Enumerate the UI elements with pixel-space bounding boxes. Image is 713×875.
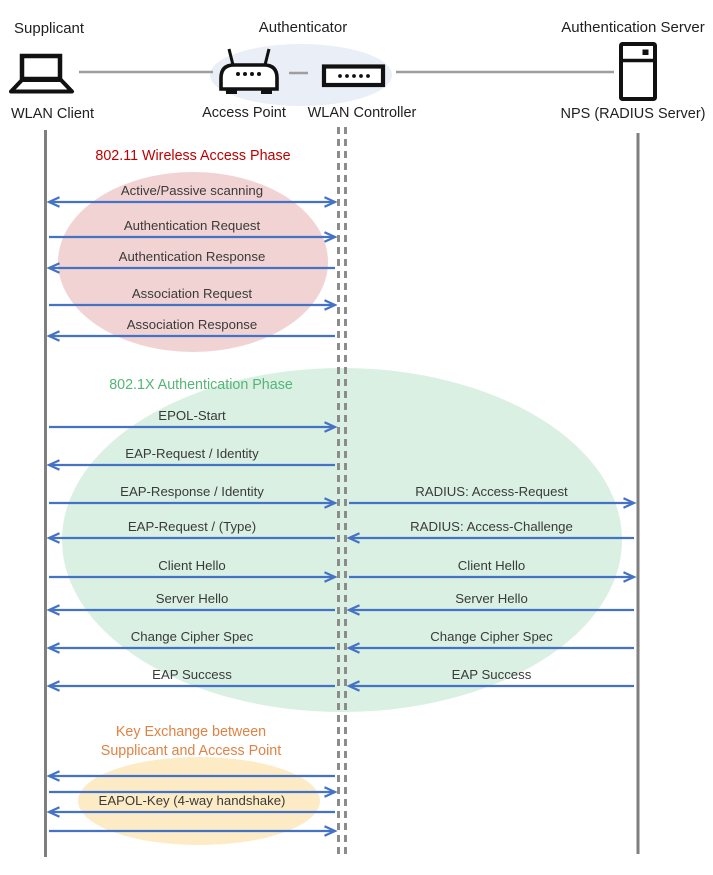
arrowhead-right xyxy=(324,196,338,208)
message-label: EAP-Request / Identity xyxy=(125,446,259,461)
message-label: Change Cipher Spec xyxy=(430,629,553,644)
message-row: EAP-Response / Identity xyxy=(49,484,338,509)
message-row: RADIUS: Access-Request xyxy=(349,484,637,509)
message-label: EAP-Request / (Type) xyxy=(128,519,256,534)
node-label-wlan-client: WLAN Client xyxy=(11,106,94,122)
arrowhead-right xyxy=(324,231,338,243)
message-label: Change Cipher Spec xyxy=(131,629,254,644)
phase-title-wireless-access: 802.11 Wireless Access Phase xyxy=(95,148,290,164)
message-row: Server Hello xyxy=(46,591,335,616)
wlan-controller-icon xyxy=(321,64,386,88)
message-label: Authentication Response xyxy=(119,249,266,264)
arrowhead-left xyxy=(346,532,360,544)
message-row xyxy=(46,770,335,782)
message-label: Authentication Request xyxy=(124,218,261,233)
message-row: EAP Success xyxy=(46,667,335,692)
role-label-authenticator: Authenticator xyxy=(259,19,347,36)
device-connectors xyxy=(79,70,614,75)
message-label: RADIUS: Access-Request xyxy=(415,484,568,499)
message-label: EAPOL-Key (4-way handshake) xyxy=(99,793,286,808)
message-row: Association Request xyxy=(49,286,338,311)
message-row: EAPOL-Key (4-way handshake) xyxy=(46,793,335,818)
arrowhead-left xyxy=(46,604,60,616)
phase-ellipse-wireless-access xyxy=(58,172,328,352)
message-row: EAP-Request / Identity xyxy=(46,446,335,471)
arrowhead-right xyxy=(324,299,338,311)
phase-ellipse-key-exchange xyxy=(78,757,320,845)
message-row xyxy=(49,786,338,798)
arrowhead-right xyxy=(324,571,338,583)
message-row: Client Hello xyxy=(49,558,338,583)
node-label-wlan-controller: WLAN Controller xyxy=(308,105,417,121)
message-row: EPOL-Start xyxy=(49,408,338,433)
message-label: EAP Success xyxy=(152,667,232,682)
message-label: Association Request xyxy=(132,286,253,301)
arrowhead-left xyxy=(46,806,60,818)
phase-ellipse-authentication xyxy=(62,368,622,712)
message-row: Association Response xyxy=(46,317,335,342)
message-row: Server Hello xyxy=(346,591,634,616)
arrowhead-left xyxy=(46,770,60,782)
arrowhead-left xyxy=(46,262,60,274)
message-label: Server Hello xyxy=(156,591,229,606)
message-row: Authentication Request xyxy=(49,218,338,243)
arrowhead-left xyxy=(46,459,60,471)
node-label-access-point: Access Point xyxy=(202,105,286,121)
arrowhead-left xyxy=(346,604,360,616)
arrowhead-left xyxy=(46,196,60,208)
message-label: Server Hello xyxy=(455,591,528,606)
arrowhead-left xyxy=(46,532,60,544)
arrowhead-right xyxy=(324,497,338,509)
role-label-supplicant: Supplicant xyxy=(14,20,85,37)
arrowhead-left xyxy=(46,330,60,342)
message-row: Change Cipher Spec xyxy=(46,629,335,654)
message-row: RADIUS: Access-Challenge xyxy=(346,519,634,544)
arrowhead-right xyxy=(324,825,338,837)
arrowhead-right xyxy=(623,571,637,583)
arrowhead-left xyxy=(346,642,360,654)
message-label: Client Hello xyxy=(458,558,525,573)
server-icon xyxy=(619,42,657,101)
node-label-nps-radius-server: NPS (RADIUS Server) xyxy=(560,106,705,122)
arrowhead-left xyxy=(346,680,360,692)
message-row: Authentication Response xyxy=(46,249,335,274)
access-point-icon xyxy=(219,48,279,94)
message-label: Active/Passive scanning xyxy=(121,183,263,198)
message-row: EAP-Request / (Type) xyxy=(46,519,335,544)
arrowhead-right xyxy=(324,421,338,433)
message-row xyxy=(49,825,338,837)
message-label: EAP Success xyxy=(452,667,532,682)
message-row: Client Hello xyxy=(349,558,637,583)
message-label: EAP-Response / Identity xyxy=(120,484,264,499)
message-label: Association Response xyxy=(127,317,257,332)
arrowhead-right xyxy=(324,786,338,798)
phase-title-authentication: 802.1X Authentication Phase xyxy=(109,377,293,393)
message-row: Active/Passive scanning xyxy=(46,183,338,208)
role-label-authentication-server: Authentication Server xyxy=(561,19,704,36)
phase-title-key-exchange-line2: Supplicant and Access Point xyxy=(101,743,281,759)
message-row: EAP Success xyxy=(346,667,634,692)
message-row: Change Cipher Spec xyxy=(346,629,634,654)
laptop-icon xyxy=(9,53,74,94)
message-label: RADIUS: Access-Challenge xyxy=(410,519,573,534)
message-label: Client Hello xyxy=(158,558,225,573)
arrowhead-left xyxy=(46,642,60,654)
arrowhead-left xyxy=(46,680,60,692)
message-label: EPOL-Start xyxy=(158,408,226,423)
arrowhead-right xyxy=(623,497,637,509)
phase-title-key-exchange-line1: Key Exchange between xyxy=(116,724,266,740)
